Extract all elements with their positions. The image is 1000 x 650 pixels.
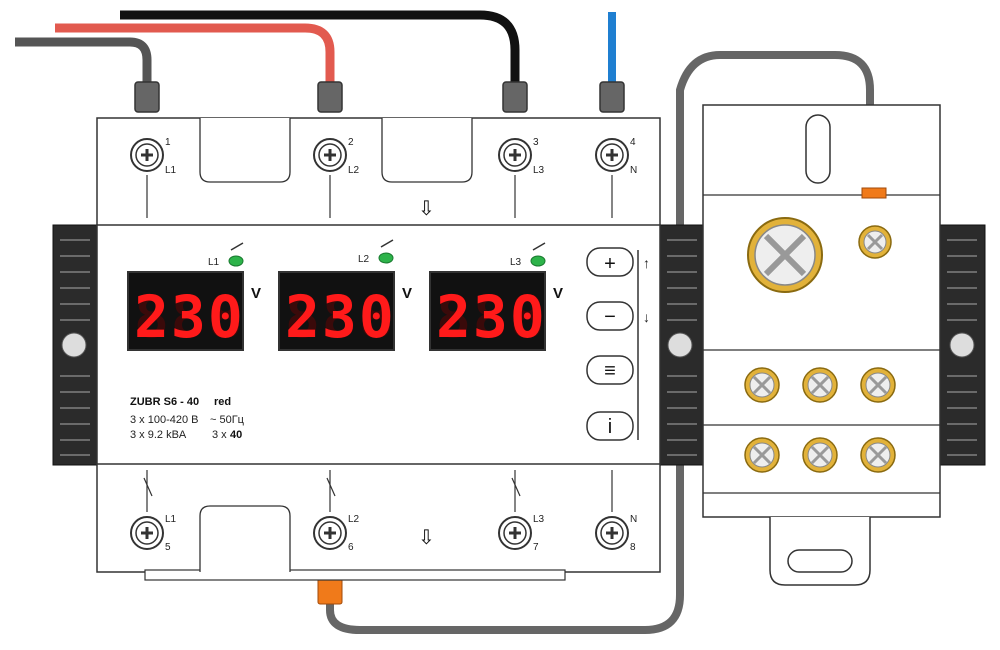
plus-icon: + xyxy=(604,253,616,275)
rail-screw-right xyxy=(949,332,975,358)
display-label: L1 xyxy=(208,257,220,268)
rail-screw-mid xyxy=(667,332,693,358)
spec-current-value: 40 xyxy=(230,429,242,441)
terminal-3[interactable]: 3 L3 xyxy=(498,137,545,176)
svg-text:888: 888 xyxy=(285,283,396,351)
device-info: ZUBR S6 - 40 red 3 x 100-420 В ~ 50Гц 3 … xyxy=(130,396,245,441)
top-terminals: 1 L1 2 L2 3 L3 4 N xyxy=(130,137,637,176)
terminal-5[interactable]: L1 5 xyxy=(130,514,177,553)
sleeve-1 xyxy=(134,81,160,113)
terminal-number: 7 xyxy=(533,542,539,553)
spec-power: 3 x 9.2 kBA xyxy=(130,429,187,441)
sleeve-orange-top xyxy=(861,187,887,199)
display-l1: L1 888 230 V xyxy=(127,242,261,351)
switch-symbol-icon xyxy=(380,239,394,248)
terminal-phase: N xyxy=(630,165,637,176)
terminal-phase: L2 xyxy=(348,514,360,525)
terminal-6[interactable]: L2 6 xyxy=(313,514,360,553)
display-l2: L2 888 230 V xyxy=(278,239,412,351)
switch-symbol-icon xyxy=(230,242,244,251)
display-value: 230 xyxy=(436,283,547,351)
screw-icon[interactable] xyxy=(860,367,896,403)
terminal-phase: N xyxy=(630,514,637,525)
sleeve-2 xyxy=(317,81,343,113)
screw-icon[interactable] xyxy=(802,437,838,473)
minus-icon: − xyxy=(604,306,616,328)
menu-icon: ≡ xyxy=(604,360,616,382)
plus-button[interactable]: + xyxy=(586,247,634,277)
model-name: ZUBR S6 - 40 xyxy=(130,396,199,408)
switch-symbol-icon xyxy=(532,242,546,251)
arrow-up-icon: ↑ xyxy=(643,255,650,271)
terminal-7[interactable]: L3 7 xyxy=(498,514,545,553)
display-label: L3 xyxy=(510,257,522,268)
wire-l3-black xyxy=(120,10,520,90)
model-variant: red xyxy=(214,396,231,408)
display-unit: V xyxy=(251,285,261,302)
indicator-l3-icon xyxy=(530,255,546,267)
din-rail-right xyxy=(939,224,986,466)
display-unit: V xyxy=(402,285,412,302)
display-unit: V xyxy=(553,285,563,302)
indicator-l2-icon xyxy=(378,252,394,264)
indicator-l1-icon xyxy=(228,255,244,267)
wire-l1-grey xyxy=(15,37,152,90)
svg-text:888: 888 xyxy=(436,283,547,351)
screw-icon[interactable] xyxy=(802,367,838,403)
terminal-phase: L1 xyxy=(165,514,177,525)
terminal-number: 1 xyxy=(165,137,171,148)
control-buttons: + − ≡ i ↑ ↓ xyxy=(586,247,650,441)
spec-current-prefix: 3 x xyxy=(212,429,227,441)
spec-frequency: ~ 50Гц xyxy=(210,414,245,426)
sleeve-3 xyxy=(502,81,528,113)
screw-icon[interactable] xyxy=(744,367,780,403)
terminal-number: 8 xyxy=(630,542,636,553)
terminal-phase: L3 xyxy=(533,514,545,525)
mount-slot-top xyxy=(805,114,831,184)
terminal-number: 2 xyxy=(348,137,354,148)
display-label: L2 xyxy=(358,254,370,265)
terminal-1[interactable]: 1 L1 xyxy=(130,137,177,176)
info-button[interactable]: i xyxy=(586,411,634,441)
terminal-8[interactable]: N 8 xyxy=(595,514,637,553)
wire-l2-red xyxy=(55,23,335,90)
terminal-phase: L1 xyxy=(165,165,177,176)
terminal-4[interactable]: 4 N xyxy=(595,137,637,176)
display-value: 230 xyxy=(134,283,245,351)
rail-screw-left xyxy=(61,332,87,358)
terminal-number: 4 xyxy=(630,137,636,148)
din-rail-left xyxy=(52,224,99,466)
terminal-number: 3 xyxy=(533,137,539,148)
spec-voltage: 3 x 100-420 В xyxy=(130,414,199,426)
svg-text:888: 888 xyxy=(134,283,245,351)
display-value: 230 xyxy=(285,283,396,351)
display-l3: L3 888 230 V xyxy=(429,242,563,351)
terminal-phase: L3 xyxy=(533,165,545,176)
sleeve-4 xyxy=(599,81,625,113)
bus-bar-block xyxy=(702,104,941,586)
bottom-terminals: L1 5 L2 6 L3 7 N 8 xyxy=(130,514,637,553)
info-icon: i xyxy=(608,416,612,438)
screw-icon[interactable] xyxy=(744,437,780,473)
terminal-number: 5 xyxy=(165,542,171,553)
terminal-number: 6 xyxy=(348,542,354,553)
screw-icon[interactable] xyxy=(860,437,896,473)
incoming-wires xyxy=(15,10,625,113)
main-screw-icon[interactable] xyxy=(747,217,823,293)
din-rail-mid xyxy=(659,224,706,466)
screw-icon[interactable] xyxy=(858,225,892,259)
minus-button[interactable]: − xyxy=(586,301,634,331)
menu-button[interactable]: ≡ xyxy=(586,355,634,385)
terminal-2[interactable]: 2 L2 xyxy=(313,137,360,176)
terminal-phase: L2 xyxy=(348,165,360,176)
flow-arrow-top-icon: ⇩ xyxy=(418,198,435,220)
arrow-down-icon: ↓ xyxy=(643,309,650,325)
mount-slot-bottom xyxy=(787,549,853,573)
flow-arrow-bottom-icon: ⇩ xyxy=(418,527,435,549)
